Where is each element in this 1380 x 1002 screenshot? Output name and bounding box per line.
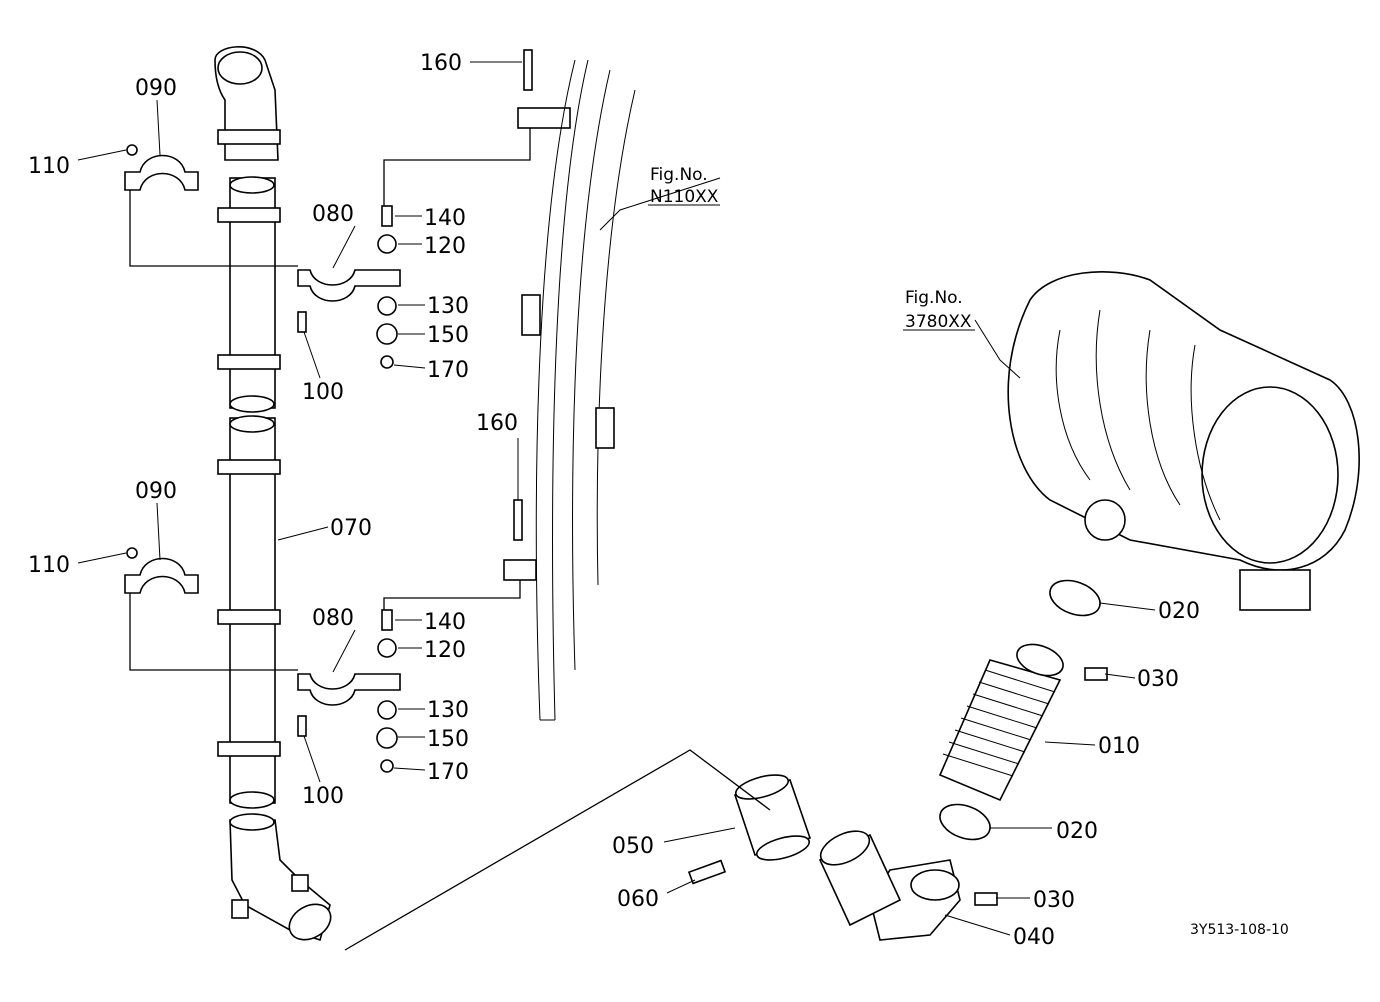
- callout-080-lower: 080: [312, 606, 354, 631]
- flex-hose-assembly: [687, 579, 1108, 941]
- spacer-140-lower: [381, 609, 393, 631]
- washer-150-upper: [376, 323, 398, 345]
- callout-120-upper: 120: [424, 234, 466, 259]
- bolt-110-upper: [126, 144, 138, 156]
- top-elbow-opening: [217, 51, 263, 85]
- cushion-130-lower: [377, 700, 397, 720]
- callout-070: 070: [330, 516, 372, 541]
- callout-090-lower: 090: [135, 479, 177, 504]
- callout-040: 040: [1013, 925, 1055, 950]
- callout-150-upper: 150: [427, 323, 469, 348]
- fig-ref-n110-line1: Fig.No.: [650, 165, 708, 185]
- fig-ref-3780-line1: Fig.No.: [905, 288, 963, 308]
- callout-110-lower: 110: [28, 553, 70, 578]
- callout-130-upper: 130: [427, 294, 469, 319]
- callout-130-lower: 130: [427, 698, 469, 723]
- callout-090-upper: 090: [135, 76, 177, 101]
- half-clamp-090-upper: [124, 154, 199, 191]
- cabin-frame: [521, 59, 636, 721]
- callout-060: 060: [617, 887, 659, 912]
- cushion-120-upper: [377, 234, 397, 254]
- hose-clamp-020-lower: [939, 803, 991, 841]
- callout-030-upper: 030: [1137, 667, 1179, 692]
- callout-170-lower: 170: [427, 760, 469, 785]
- callout-150-lower: 150: [427, 727, 469, 752]
- spacer-140-upper: [381, 205, 393, 227]
- bolt-100-upper: [297, 311, 307, 333]
- cabin-bracket-lower: [503, 559, 537, 581]
- callout-100-upper: 100: [302, 380, 344, 405]
- dpf-outlet-flange: [1239, 569, 1311, 611]
- callout-140-upper: 140: [424, 206, 466, 231]
- cushion-130-upper: [377, 296, 397, 316]
- bracket-080-lower: [297, 673, 401, 706]
- dpf-outlet: [1084, 499, 1126, 541]
- callout-160-lower: 160: [476, 411, 518, 436]
- fig-ref-n110-line2: N110XX: [650, 187, 719, 207]
- callout-010: 010: [1098, 734, 1140, 759]
- callout-110-upper: 110: [28, 154, 70, 179]
- fig-ref-3780-line2: 3780XX: [905, 312, 972, 332]
- lower-clamp-group: [124, 499, 537, 773]
- callout-140-lower: 140: [424, 610, 466, 635]
- upper-clamp-group: [124, 49, 571, 369]
- nut-170-lower: [380, 759, 394, 773]
- dpf-end-cap: [1201, 386, 1339, 564]
- cushion-120-lower: [377, 638, 397, 658]
- bolt-100-lower: [297, 715, 307, 737]
- bolt-160-lower: [513, 499, 523, 541]
- callout-120-lower: 120: [424, 638, 466, 663]
- drawing-reference-code: 3Y513-108-10: [1190, 922, 1289, 938]
- callout-labels: 160 090 110 080 140 120 130 150 170 100 …: [28, 51, 1200, 950]
- pipe-clamp-bands: [217, 129, 309, 919]
- half-clamp-090-lower: [124, 557, 199, 594]
- nut-170-upper: [380, 355, 394, 369]
- bolt-060: [687, 859, 727, 885]
- dpf-muffler-assembly: [1007, 271, 1360, 611]
- figure-references: Fig.No. N110XX Fig.No. 3780XX: [650, 165, 972, 332]
- callout-030-lower: 030: [1033, 888, 1075, 913]
- bolt-160-upper: [523, 49, 533, 91]
- callout-100-lower: 100: [302, 784, 344, 809]
- bolt-030-lower: [974, 892, 998, 906]
- hose-clamp-020-upper: [1049, 579, 1101, 617]
- callout-020-upper: 020: [1158, 599, 1200, 624]
- callout-160-upper: 160: [420, 51, 462, 76]
- washer-150-lower: [376, 727, 398, 749]
- cabin-bracket-upper: [517, 107, 571, 129]
- exhaust-pipe-assembly: [214, 46, 332, 942]
- bolt-110-lower: [126, 547, 138, 559]
- leader-lines: [77, 61, 1156, 936]
- callout-020-lower: 020: [1056, 819, 1098, 844]
- bracket-080-upper: [297, 269, 401, 302]
- callout-050: 050: [612, 834, 654, 859]
- callout-080-upper: 080: [312, 202, 354, 227]
- callout-170-upper: 170: [427, 358, 469, 383]
- bolt-030-upper: [1084, 667, 1108, 681]
